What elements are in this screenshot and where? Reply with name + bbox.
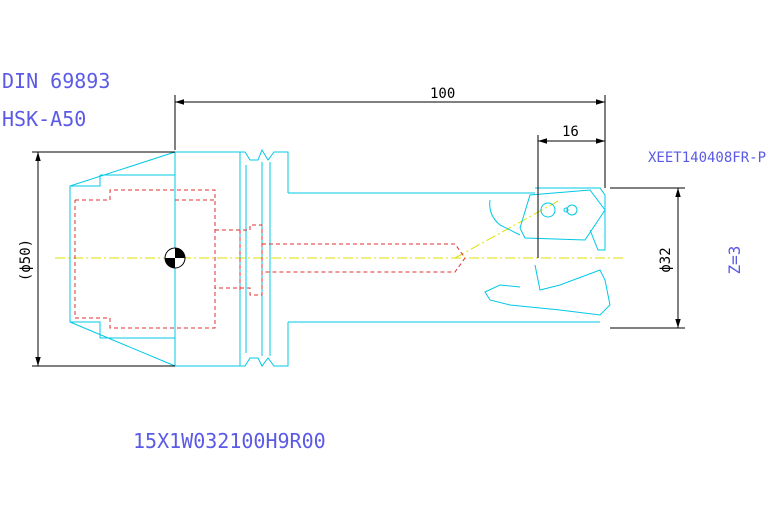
- screw-icon: [566, 204, 578, 216]
- dimension-flange-diameter: (ϕ50): [18, 151, 175, 367]
- insert-label: XEET140408FR-P: [648, 150, 766, 166]
- flange-diameter-value: (ϕ50): [18, 239, 34, 281]
- teeth-label: Z=3: [725, 246, 744, 275]
- hidden-internal-lines: [74, 189, 466, 329]
- overall-length-value: 100: [430, 86, 455, 102]
- interface-label: HSK-A50: [2, 107, 86, 131]
- dimension-cutter-diameter: ϕ32: [610, 187, 685, 329]
- part-number-label: 15X1W032100H9R00: [133, 429, 326, 453]
- gauge-point-icon: [164, 247, 186, 269]
- insert-length-value: 16: [562, 124, 579, 140]
- standard-label: DIN 69893: [2, 69, 110, 93]
- cutter-diameter-value: ϕ32: [658, 247, 674, 272]
- hsk-shank-outline: [69, 151, 176, 367]
- dimension-insert-length: 16: [537, 124, 605, 258]
- extension-shank-outline: [288, 192, 600, 323]
- cutter-head-outline: [484, 187, 611, 316]
